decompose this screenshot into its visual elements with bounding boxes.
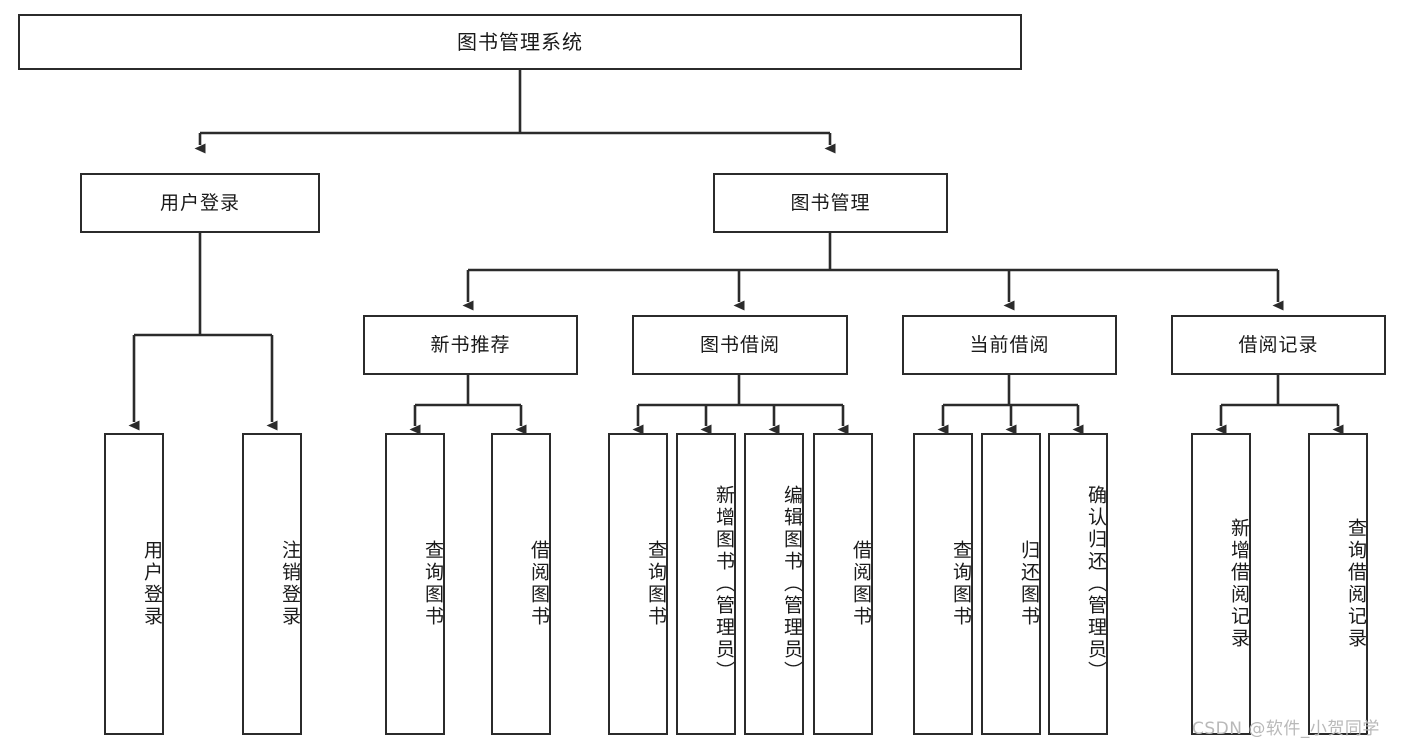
- leaf-confirm-return-admin[interactable]: 确认归还（管理员）: [1048, 433, 1108, 735]
- node-label: 归还图书: [1018, 540, 1040, 628]
- node-label: 图书借阅: [699, 333, 780, 356]
- node-label: 借阅记录: [1238, 333, 1319, 356]
- leaf-borrow-book-newbook[interactable]: 借阅图书: [491, 433, 551, 735]
- leaf-add-borrow-record[interactable]: 新增借阅记录: [1191, 433, 1251, 735]
- node-label: 注销登录: [279, 540, 301, 628]
- leaf-user-login[interactable]: 用户登录: [104, 433, 164, 735]
- node-label: 新增图书（管理员）: [713, 485, 735, 683]
- node-label: 新增借阅记录: [1228, 518, 1250, 650]
- leaf-query-book-current[interactable]: 查询图书: [913, 433, 973, 735]
- node-label: 用户登录: [159, 191, 240, 214]
- node-label: 当前借阅: [969, 333, 1050, 356]
- node-label: 用户登录: [141, 540, 163, 628]
- node-label: 新书推荐: [430, 333, 511, 356]
- node-label: 查询图书: [645, 540, 667, 628]
- leaf-add-book-admin[interactable]: 新增图书（管理员）: [676, 433, 736, 735]
- node-label: 确认归还（管理员）: [1085, 485, 1107, 683]
- watermark-csdn: CSDN @软件_小贺同学: [1192, 719, 1380, 739]
- node-label: 图书管理系统: [457, 30, 583, 54]
- leaf-query-book-newbook[interactable]: 查询图书: [385, 433, 445, 735]
- leaf-return-book[interactable]: 归还图书: [981, 433, 1041, 735]
- node-book-borrow[interactable]: 图书借阅: [632, 315, 848, 375]
- node-current-borrow[interactable]: 当前借阅: [902, 315, 1117, 375]
- node-new-book-recommend[interactable]: 新书推荐: [363, 315, 578, 375]
- node-label: 借阅图书: [528, 540, 550, 628]
- node-label: 编辑图书（管理员）: [781, 485, 803, 683]
- node-label: 查询图书: [422, 540, 444, 628]
- leaf-borrow-book[interactable]: 借阅图书: [813, 433, 873, 735]
- node-label: 查询图书: [950, 540, 972, 628]
- node-label: 借阅图书: [850, 540, 872, 628]
- leaf-query-borrow-record[interactable]: 查询借阅记录: [1308, 433, 1368, 735]
- node-borrow-records[interactable]: 借阅记录: [1171, 315, 1386, 375]
- node-label: 查询借阅记录: [1345, 518, 1367, 650]
- leaf-edit-book-admin[interactable]: 编辑图书（管理员）: [744, 433, 804, 735]
- node-label: 图书管理: [790, 191, 871, 214]
- node-book-management[interactable]: 图书管理: [713, 173, 948, 233]
- node-user-login[interactable]: 用户登录: [80, 173, 320, 233]
- leaf-query-book-borrow[interactable]: 查询图书: [608, 433, 668, 735]
- leaf-logout[interactable]: 注销登录: [242, 433, 302, 735]
- node-root-system[interactable]: 图书管理系统: [18, 14, 1022, 70]
